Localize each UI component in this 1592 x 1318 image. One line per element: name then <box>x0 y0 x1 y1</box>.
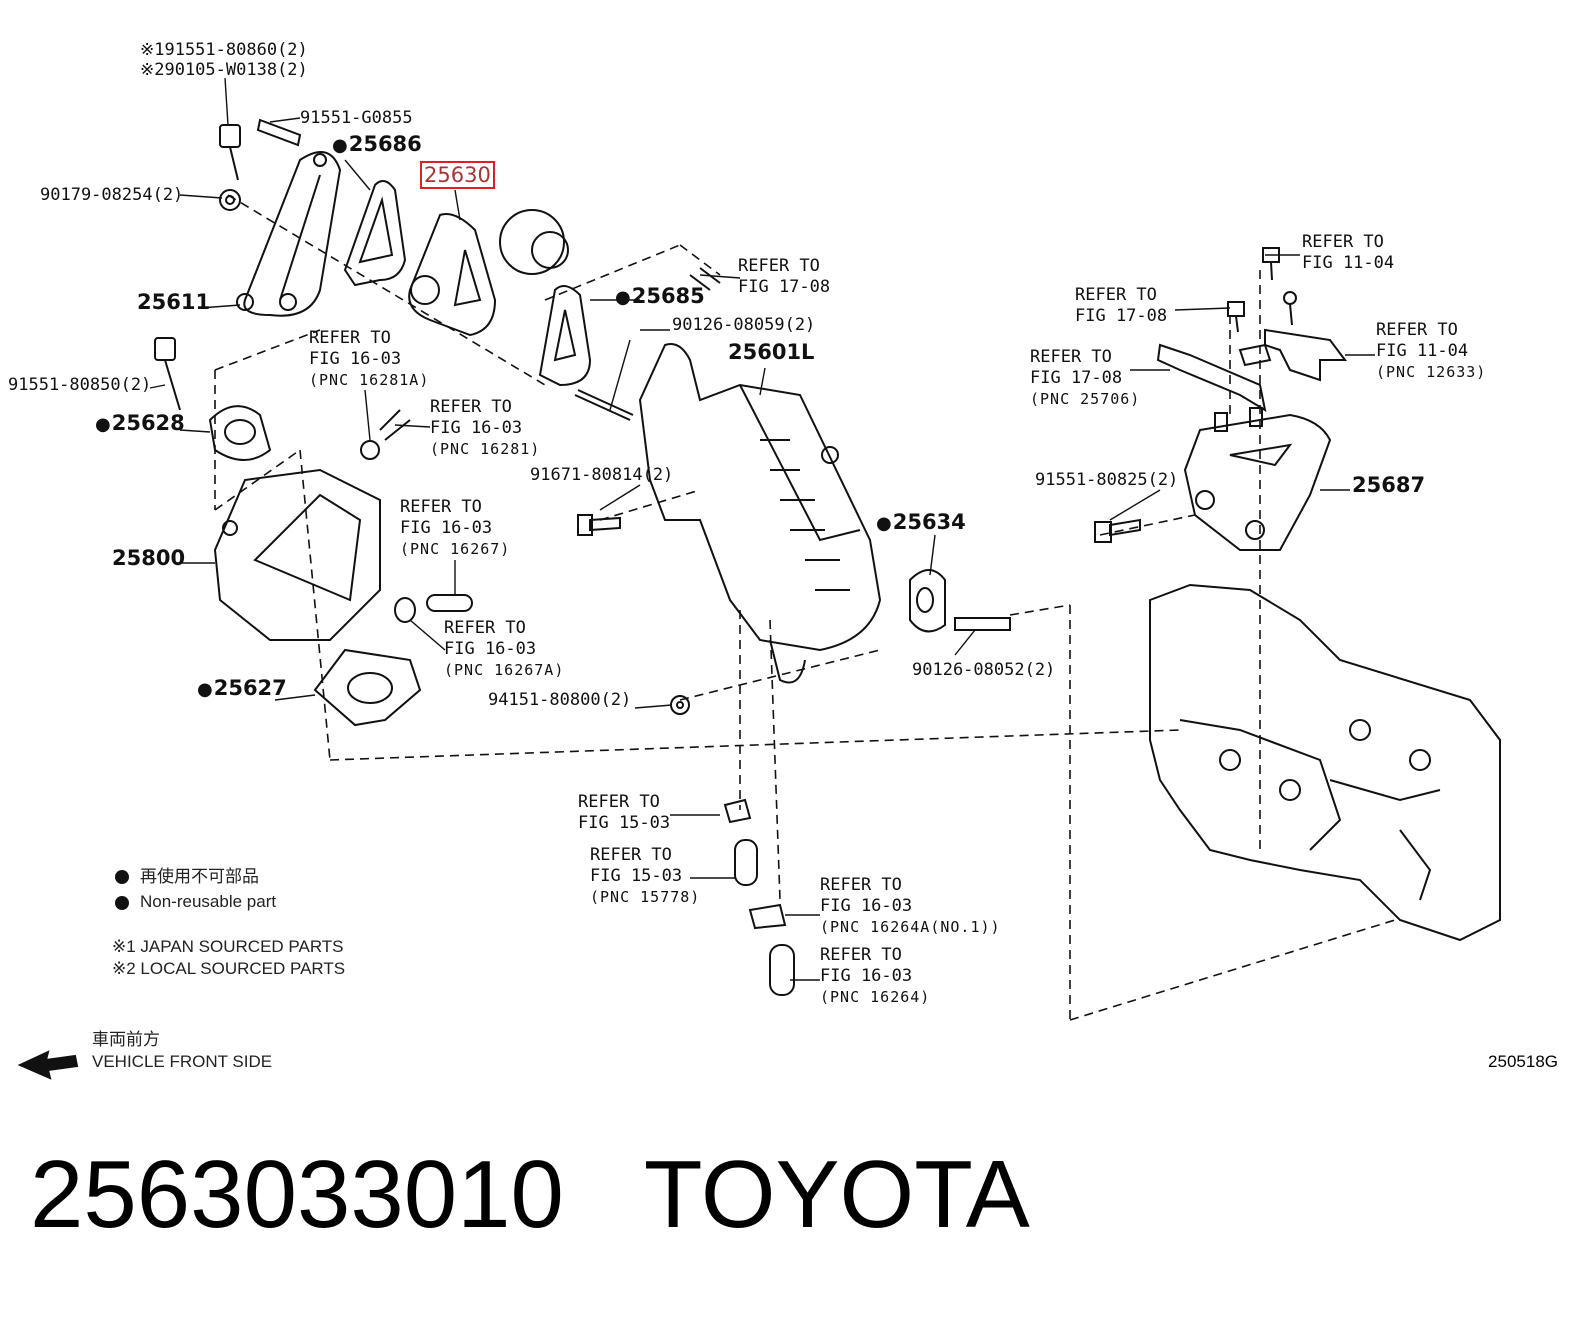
part-label-91551-80825[interactable]: 91551-80825(2) <box>1035 470 1179 490</box>
part-label-25634[interactable]: 25634 <box>876 512 966 534</box>
refer-fig-17-08-top[interactable]: REFER TO FIG 17-08 <box>738 256 830 298</box>
refer-pnc: (PNC 16281) <box>430 440 541 458</box>
refer-pnc: (PNC 16264) <box>820 988 931 1006</box>
refer-pnc: (PNC 16267) <box>400 540 511 558</box>
legend-nonreusable-en: Non-reusable part <box>140 892 277 911</box>
part-label-90126-08052[interactable]: 90126-08052(2) <box>912 660 1056 680</box>
refer-pnc: (PNC 15778) <box>590 888 701 906</box>
part-number: 2563033010 <box>30 1141 564 1248</box>
refer-line: REFER TO <box>1376 320 1458 340</box>
part-label-25685[interactable]: 25685 <box>615 286 705 308</box>
refer-line: REFER TO <box>590 845 672 865</box>
vehicle-front-jp: 車両前方 <box>92 1030 160 1049</box>
part-label-25687[interactable]: 25687 <box>1352 473 1426 497</box>
legend-note-local-sourced: ※2 LOCAL SOURCED PARTS <box>112 959 346 978</box>
refer-pnc: (PNC 12633) <box>1376 363 1487 381</box>
part-label-91551-G0855[interactable]: 91551-G0855 <box>300 108 413 128</box>
part-note-local: ※290105-W0138(2) <box>140 60 308 80</box>
refer-fig-16-03-pnc-16267a[interactable]: REFER TO FIG 16-03 (PNC 16267A) <box>444 618 564 681</box>
refer-fig-11-04-top[interactable]: REFER TO FIG 11-04 <box>1302 232 1394 274</box>
part-label-25630-highlighted[interactable]: 25630 <box>420 161 495 189</box>
part-label-91551-80850[interactable]: 91551-80850(2) <box>8 375 152 395</box>
refer-line: REFER TO <box>430 397 512 417</box>
part-label-25800[interactable]: 25800 <box>112 546 186 570</box>
part-label-91671-80814[interactable]: 91671-80814(2) <box>530 465 674 485</box>
part-label-25628[interactable]: 25628 <box>95 413 185 435</box>
refer-fig-11-04-pnc-12633[interactable]: REFER TO FIG 11-04 (PNC 12633) <box>1376 320 1486 383</box>
refer-fig-15-03-a[interactable]: REFER TO FIG 15-03 <box>578 792 670 834</box>
part-label-25686[interactable]: 25686 <box>332 134 422 156</box>
refer-fig: FIG 16-03 <box>430 418 523 438</box>
refer-fig-16-03-pnc-16267[interactable]: REFER TO FIG 16-03 (PNC 16267) <box>400 497 510 560</box>
refer-line: REFER TO <box>1030 347 1112 367</box>
refer-fig: FIG 16-03 <box>400 518 493 538</box>
legend-note-japan-sourced: ※1 JAPAN SOURCED PARTS <box>112 937 344 956</box>
refer-fig: FIG 16-03 <box>309 349 402 369</box>
part-note-japan: ※191551-80860(2) <box>140 40 308 60</box>
refer-fig: FIG 11-04 <box>1302 253 1395 273</box>
refer-line: REFER TO <box>400 497 482 517</box>
refer-line: REFER TO <box>1075 285 1157 305</box>
refer-fig-16-03-pnc-16264a[interactable]: REFER TO FIG 16-03 (PNC 16264A(NO.1)) <box>820 875 1001 938</box>
refer-fig: FIG 11-04 <box>1376 341 1469 361</box>
refer-line: REFER TO <box>820 945 902 965</box>
refer-fig-15-03-pnc-15778[interactable]: REFER TO FIG 15-03 (PNC 15778) <box>590 845 700 908</box>
part-label-90126-08059[interactable]: 90126-08059(2) <box>672 315 816 335</box>
refer-fig: FIG 16-03 <box>444 639 537 659</box>
vehicle-front-en: VEHICLE FRONT SIDE <box>92 1052 273 1071</box>
refer-pnc: (PNC 16281A) <box>309 371 430 389</box>
footer-title: 2563033010 TOYOTA <box>30 1140 1110 1250</box>
part-label-25601L[interactable]: 25601L <box>728 340 815 364</box>
refer-line: REFER TO <box>444 618 526 638</box>
refer-fig-17-08-right[interactable]: REFER TO FIG 17-08 <box>1075 285 1167 327</box>
legend-nonreusable-jp: 再使用不可部品 <box>140 867 259 886</box>
refer-line: REFER TO <box>578 792 660 812</box>
highlighted-part-number[interactable]: 25630 <box>420 161 495 189</box>
part-label-25627[interactable]: 25627 <box>197 678 287 700</box>
refer-fig: FIG 17-08 <box>738 277 831 297</box>
refer-fig-16-03-pnc-16281a[interactable]: REFER TO FIG 16-03 (PNC 16281A) <box>309 328 429 391</box>
refer-fig-16-03-pnc-16281[interactable]: REFER TO FIG 16-03 (PNC 16281) <box>430 397 540 460</box>
brand-name: TOYOTA <box>643 1141 1030 1248</box>
refer-line: REFER TO <box>1302 232 1384 252</box>
part-label-25611[interactable]: 25611 <box>137 290 211 314</box>
part-label-90179-08254[interactable]: 90179-08254(2) <box>40 185 184 205</box>
part-label-94151-80800[interactable]: 94151-80800(2) <box>488 690 632 710</box>
refer-fig: FIG 17-08 <box>1075 306 1168 326</box>
figure-code: 250518G <box>1488 1052 1558 1071</box>
refer-fig-16-03-pnc-16264[interactable]: REFER TO FIG 16-03 (PNC 16264) <box>820 945 930 1008</box>
refer-line: REFER TO <box>309 328 391 348</box>
refer-pnc: (PNC 16264A(NO.1)) <box>820 918 1001 936</box>
refer-pnc: (PNC 25706) <box>1030 390 1141 408</box>
refer-fig: FIG 15-03 <box>590 866 683 886</box>
refer-fig: FIG 16-03 <box>820 966 913 986</box>
refer-line: REFER TO <box>738 256 820 276</box>
refer-fig: FIG 16-03 <box>820 896 913 916</box>
refer-fig-17-08-pnc-25706[interactable]: REFER TO FIG 17-08 (PNC 25706) <box>1030 347 1140 410</box>
refer-fig: FIG 15-03 <box>578 813 671 833</box>
refer-fig: FIG 17-08 <box>1030 368 1123 388</box>
refer-line: REFER TO <box>820 875 902 895</box>
refer-pnc: (PNC 16267A) <box>444 661 565 679</box>
